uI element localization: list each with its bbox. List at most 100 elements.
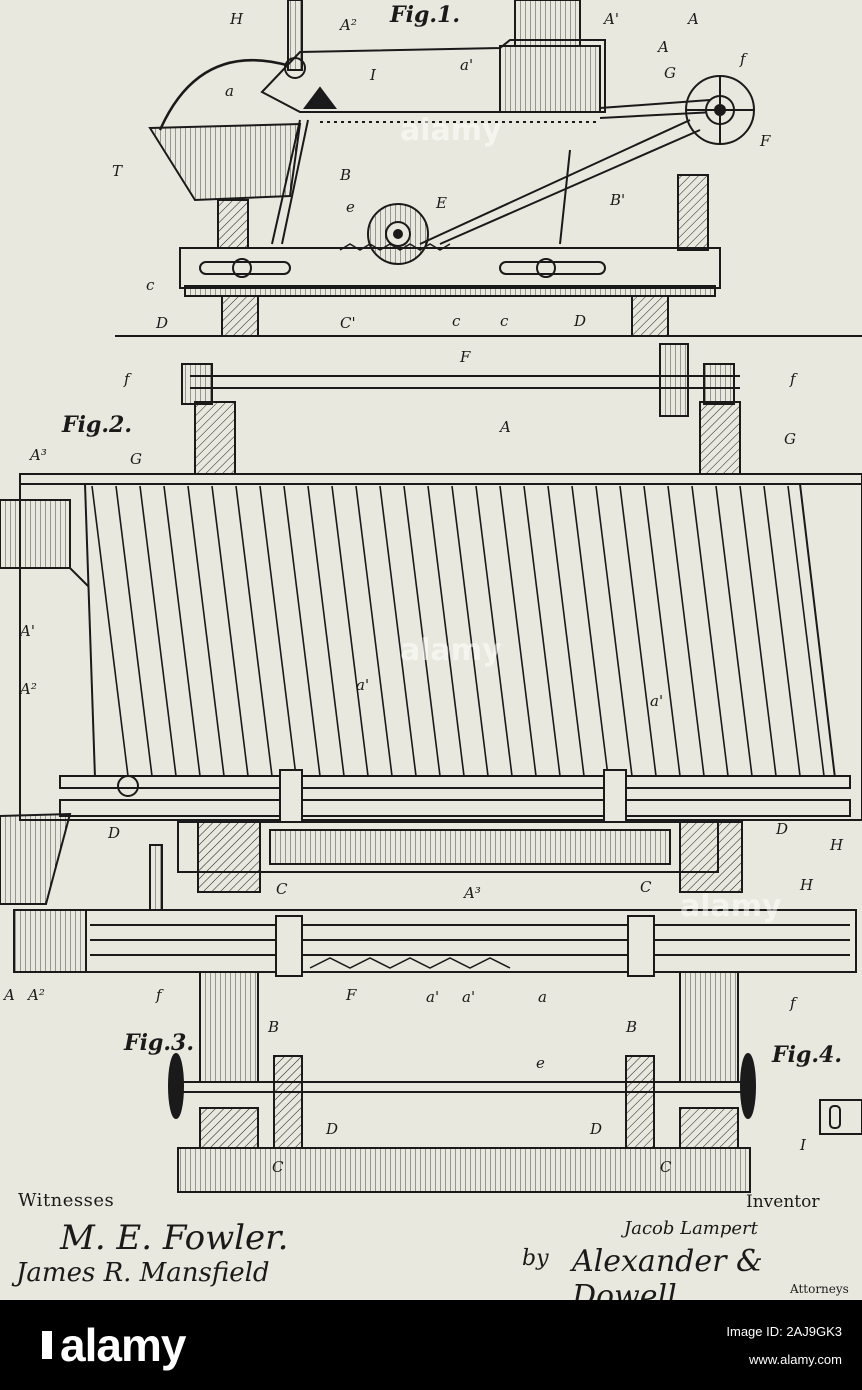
screen-slat [307, 485, 345, 777]
label-C-fig3b: C [660, 1158, 672, 1176]
screen-slat [691, 485, 729, 777]
screen-slat [187, 485, 225, 777]
label-H-fig2: H [829, 836, 844, 854]
label-F-fig3: F [345, 986, 357, 1004]
screen-slat [619, 485, 657, 777]
witnesses-caption: Witnesses [18, 1190, 115, 1211]
label-f-fig2a: f [123, 370, 132, 388]
label-A1-fig1: A' [602, 10, 619, 28]
label-f-fig3b: f [789, 994, 798, 1012]
label-c-fig1c: c [500, 312, 509, 330]
inventor-caption: Inventor [746, 1192, 820, 1212]
watermark-text-2: alamy [400, 633, 502, 668]
brand-name: alamy [60, 1319, 186, 1371]
screen-slat [91, 485, 129, 777]
patent-drawing: H A² A' A A f G F a a' I T B B' E e c D … [0, 0, 862, 1193]
label-a1-fig1: a' [460, 56, 473, 74]
label-D-fig2b: D [775, 820, 788, 838]
screen-slat [571, 485, 609, 777]
label-D-fig3b: D [589, 1120, 602, 1138]
figure-labels: Fig.1. Fig.2. Fig.3. Fig.4. [61, 2, 842, 1068]
figure-label-1: Fig.1. [389, 2, 460, 28]
label-A3-fig3: A³ [462, 884, 481, 902]
screen-slat [331, 485, 369, 777]
screen-slat [667, 485, 705, 777]
label-G-fig1: G [664, 64, 676, 82]
screen-slat [715, 485, 753, 777]
label-A-fig1b: A [656, 38, 669, 56]
screen-slat [379, 485, 417, 777]
label-a1-fig3a: a' [426, 988, 439, 1006]
site-url[interactable]: www.alamy.com [749, 1352, 842, 1367]
label-D-fig2a: D [107, 824, 120, 842]
watermark-text-3: alamy [680, 889, 782, 924]
screen-slat [595, 485, 633, 777]
figure-label-4: Fig.4. [771, 1042, 842, 1068]
label-C1-fig1: C' [340, 314, 356, 332]
screen-slat [643, 485, 681, 777]
label-C-fig3a: C [272, 1158, 284, 1176]
label-G-fig2b: G [784, 430, 796, 448]
image-id-label: Image ID: 2AJ9GK3 [726, 1324, 842, 1339]
attorney-signature: Alexander & Dowell. [572, 1244, 763, 1300]
witness-signature-1: M. E. Fowler. [60, 1218, 289, 1258]
figure-2-plan-view [0, 343, 862, 893]
screen-slat [403, 485, 441, 777]
label-c-fig1b: c [452, 312, 461, 330]
label-A-fig2: A [498, 418, 511, 436]
figure-3-end-view [0, 812, 862, 1193]
label-I-fig1: I [369, 66, 377, 84]
label-H-fig1: H [229, 10, 244, 28]
screen-slat [259, 485, 297, 777]
brand-logo: alamy [40, 1318, 186, 1372]
label-C-fig2a: C [276, 880, 288, 898]
label-A2-fig2: A² [18, 680, 37, 698]
alamy-logo-icon [40, 1325, 54, 1365]
label-e-fig3: e [536, 1054, 545, 1072]
label-f-fig3a: f [155, 986, 164, 1004]
label-F-fig1: F [759, 132, 771, 150]
witness-signature-2: James R. Mansfield [16, 1258, 270, 1288]
label-A1-fig2: A' [18, 622, 35, 640]
figure-label-2: Fig.2. [61, 412, 132, 438]
screen-slats [91, 485, 825, 777]
screen-slat [115, 485, 153, 777]
screen-slat [763, 485, 801, 777]
label-D-fig1b: D [573, 312, 586, 330]
patent-drawing-sheet: H A² A' A A f G F a a' I T B B' E e c D … [0, 0, 862, 1300]
label-A2-fig1: A² [338, 16, 357, 34]
label-G-fig2a: G [130, 450, 142, 468]
label-I-fig4: I [799, 1136, 807, 1154]
label-E-fig1: E [435, 194, 447, 212]
screen-slat [163, 485, 201, 777]
screen-slat [355, 485, 393, 777]
label-c-fig1: c [146, 276, 155, 294]
attorneys-caption: Attorneys [790, 1282, 849, 1296]
label-a1-fig2a: a' [356, 676, 369, 694]
screen-slat [547, 485, 585, 777]
label-B-fig1: B [339, 166, 351, 184]
label-A3-fig2: A³ [28, 446, 47, 464]
screen-slat [499, 485, 537, 777]
label-T-fig1: T [112, 162, 123, 180]
label-f-fig2b: f [789, 370, 798, 388]
figure-1-side-view [115, 0, 862, 337]
label-a1-fig2b: a' [650, 692, 663, 710]
screen-slat [427, 485, 465, 777]
screen-slat [283, 485, 321, 777]
screen-slat [211, 485, 249, 777]
screen-slat [451, 485, 489, 777]
watermark-text-1: alamy [400, 113, 502, 148]
watermark-bar: alamy Image ID: 2AJ9GK3 www.alamy.com [0, 1300, 862, 1390]
screen-slat [787, 485, 825, 777]
screen-slat [475, 485, 513, 777]
figure-label-3: Fig.3. [123, 1030, 194, 1056]
screen-slat [739, 485, 777, 777]
label-A2-fig3: A² [26, 986, 45, 1004]
label-B-fig3b: B [625, 1018, 637, 1036]
watermark-overlay: alamy alamy alamy [400, 113, 782, 924]
label-f-fig1: f [739, 50, 748, 68]
label-a1-fig3b: a' [462, 988, 475, 1006]
label-a-fig3: a [538, 988, 547, 1006]
